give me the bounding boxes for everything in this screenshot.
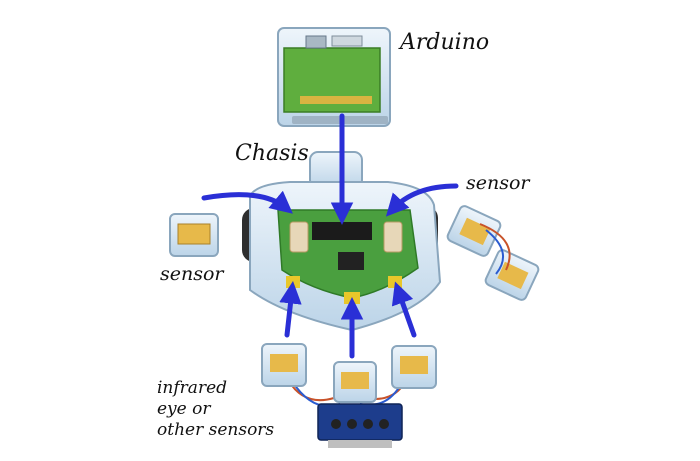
arrow-right-sensor-to-chassis xyxy=(385,183,459,217)
cluster-sensor-middle-board xyxy=(341,372,369,389)
ir-sensor-pins xyxy=(328,440,392,448)
infrared-label-line-1: infrared xyxy=(157,378,228,398)
chassis-motor-left xyxy=(289,221,309,253)
sensor-left-label: sensor xyxy=(160,263,224,285)
arduino-connector xyxy=(331,35,363,47)
arduino-label: Arduino xyxy=(400,30,490,55)
sensor-right-module xyxy=(446,205,540,301)
sensor-right-board-top xyxy=(459,217,491,246)
ir-sensor-board xyxy=(317,403,403,441)
ir-led-1 xyxy=(331,419,341,429)
ir-led-2 xyxy=(347,419,357,429)
sensor-left-board xyxy=(177,223,211,245)
infrared-label-line-2: eye or xyxy=(157,399,211,419)
sensor-right-wire-blue xyxy=(485,229,505,275)
chassis-motor-right xyxy=(383,221,403,253)
arrow-ir-right-to-chassis xyxy=(391,281,417,338)
chassis-socket xyxy=(312,222,372,240)
sensor-right-board-bottom xyxy=(497,261,529,290)
infrared-label-line-3: other sensors xyxy=(157,420,275,440)
sensor-left-module xyxy=(169,213,219,257)
chassis-chip xyxy=(338,252,364,270)
infrared-sensor-cluster xyxy=(261,343,437,448)
arduino-usb-port xyxy=(305,35,327,49)
cluster-sensor-left-board xyxy=(270,354,298,372)
cluster-sensor-right-board xyxy=(400,356,428,374)
chassis-sensor-port-middle xyxy=(344,292,360,304)
chasis-label: Chasis xyxy=(235,141,309,166)
ir-led-3 xyxy=(363,419,373,429)
chassis-sensor-port-left xyxy=(286,276,300,288)
arrow-left-sensor-to-chassis xyxy=(201,190,293,214)
annotation-arrows xyxy=(201,113,459,359)
arduino-header-pins xyxy=(300,96,372,104)
sensor-right-wire-red xyxy=(479,223,511,271)
chassis-sensor-port-right xyxy=(388,276,402,288)
sensor-right-label: sensor xyxy=(466,172,530,194)
arrow-ir-left-to-chassis xyxy=(279,281,302,338)
arduino-module xyxy=(277,27,391,127)
ir-led-4 xyxy=(379,419,389,429)
infrared-label: infrared eye or other sensors xyxy=(157,378,307,441)
